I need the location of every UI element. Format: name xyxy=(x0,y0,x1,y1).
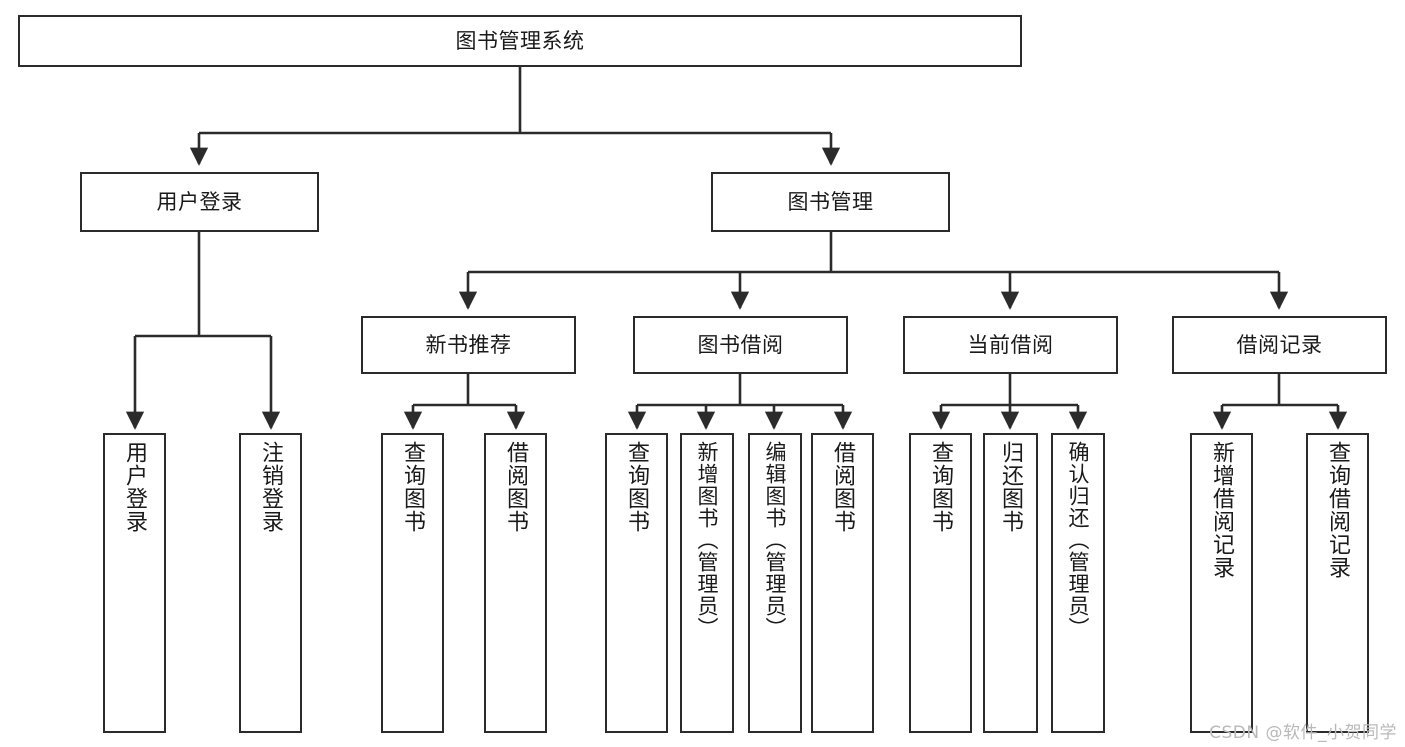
node-label: 查询图书 xyxy=(928,441,954,533)
node-label: 注销登录 xyxy=(258,441,284,533)
leaf-current-query-book[interactable]: 查询图书 xyxy=(909,433,972,733)
node-label: 归还图书 xyxy=(998,441,1024,533)
node-borrow-record[interactable]: 借阅记录 xyxy=(1172,316,1387,374)
leaf-recommend-query-book[interactable]: 查询图书 xyxy=(381,433,444,733)
leaf-current-confirm-return-admin[interactable]: 确认归还（管理员） xyxy=(1051,433,1105,733)
node-label: 查询图书 xyxy=(624,441,650,533)
leaf-borrow-add-book-admin[interactable]: 新增图书（管理员） xyxy=(680,433,734,733)
node-root-system[interactable]: 图书管理系统 xyxy=(18,15,1022,67)
leaf-borrow-edit-book-admin[interactable]: 编辑图书（管理员） xyxy=(748,433,802,733)
node-label: 确认归还（管理员） xyxy=(1066,441,1091,639)
watermark-text: CSDN @软件_小贺同学 xyxy=(1209,723,1397,743)
node-label: 新增图书（管理员） xyxy=(695,441,720,639)
leaf-borrow-borrow-book[interactable]: 借阅图书 xyxy=(811,433,874,733)
node-label: 图书管理 xyxy=(787,189,874,214)
node-book-borrow[interactable]: 图书借阅 xyxy=(633,316,848,374)
leaf-record-query-record[interactable]: 查询借阅记录 xyxy=(1306,433,1369,733)
node-label: 新书推荐 xyxy=(425,332,512,357)
node-current-borrow[interactable]: 当前借阅 xyxy=(903,316,1118,374)
leaf-current-return-book[interactable]: 归还图书 xyxy=(983,433,1038,733)
node-label: 编辑图书（管理员） xyxy=(763,441,788,639)
node-label: 查询借阅记录 xyxy=(1325,441,1351,579)
leaf-user-login-login[interactable]: 用户登录 xyxy=(103,433,166,733)
node-new-book-recommend[interactable]: 新书推荐 xyxy=(361,316,576,374)
node-label: 查询图书 xyxy=(400,441,426,533)
node-label: 借阅图书 xyxy=(503,441,529,533)
leaf-record-add-record[interactable]: 新增借阅记录 xyxy=(1190,433,1253,733)
node-label: 借阅记录 xyxy=(1236,332,1323,357)
node-label: 借阅图书 xyxy=(830,441,856,533)
leaf-borrow-query-book[interactable]: 查询图书 xyxy=(605,433,668,733)
node-label: 图书管理系统 xyxy=(455,28,585,53)
leaf-user-login-logout[interactable]: 注销登录 xyxy=(239,433,302,733)
node-label: 用户登录 xyxy=(122,441,148,533)
node-label: 新增借阅记录 xyxy=(1209,441,1235,579)
node-label: 当前借阅 xyxy=(967,332,1054,357)
node-label: 用户登录 xyxy=(156,189,243,214)
leaf-recommend-borrow-book[interactable]: 借阅图书 xyxy=(484,433,547,733)
node-user-login[interactable]: 用户登录 xyxy=(80,172,319,232)
node-label: 图书借阅 xyxy=(697,332,784,357)
node-book-management[interactable]: 图书管理 xyxy=(711,172,950,232)
